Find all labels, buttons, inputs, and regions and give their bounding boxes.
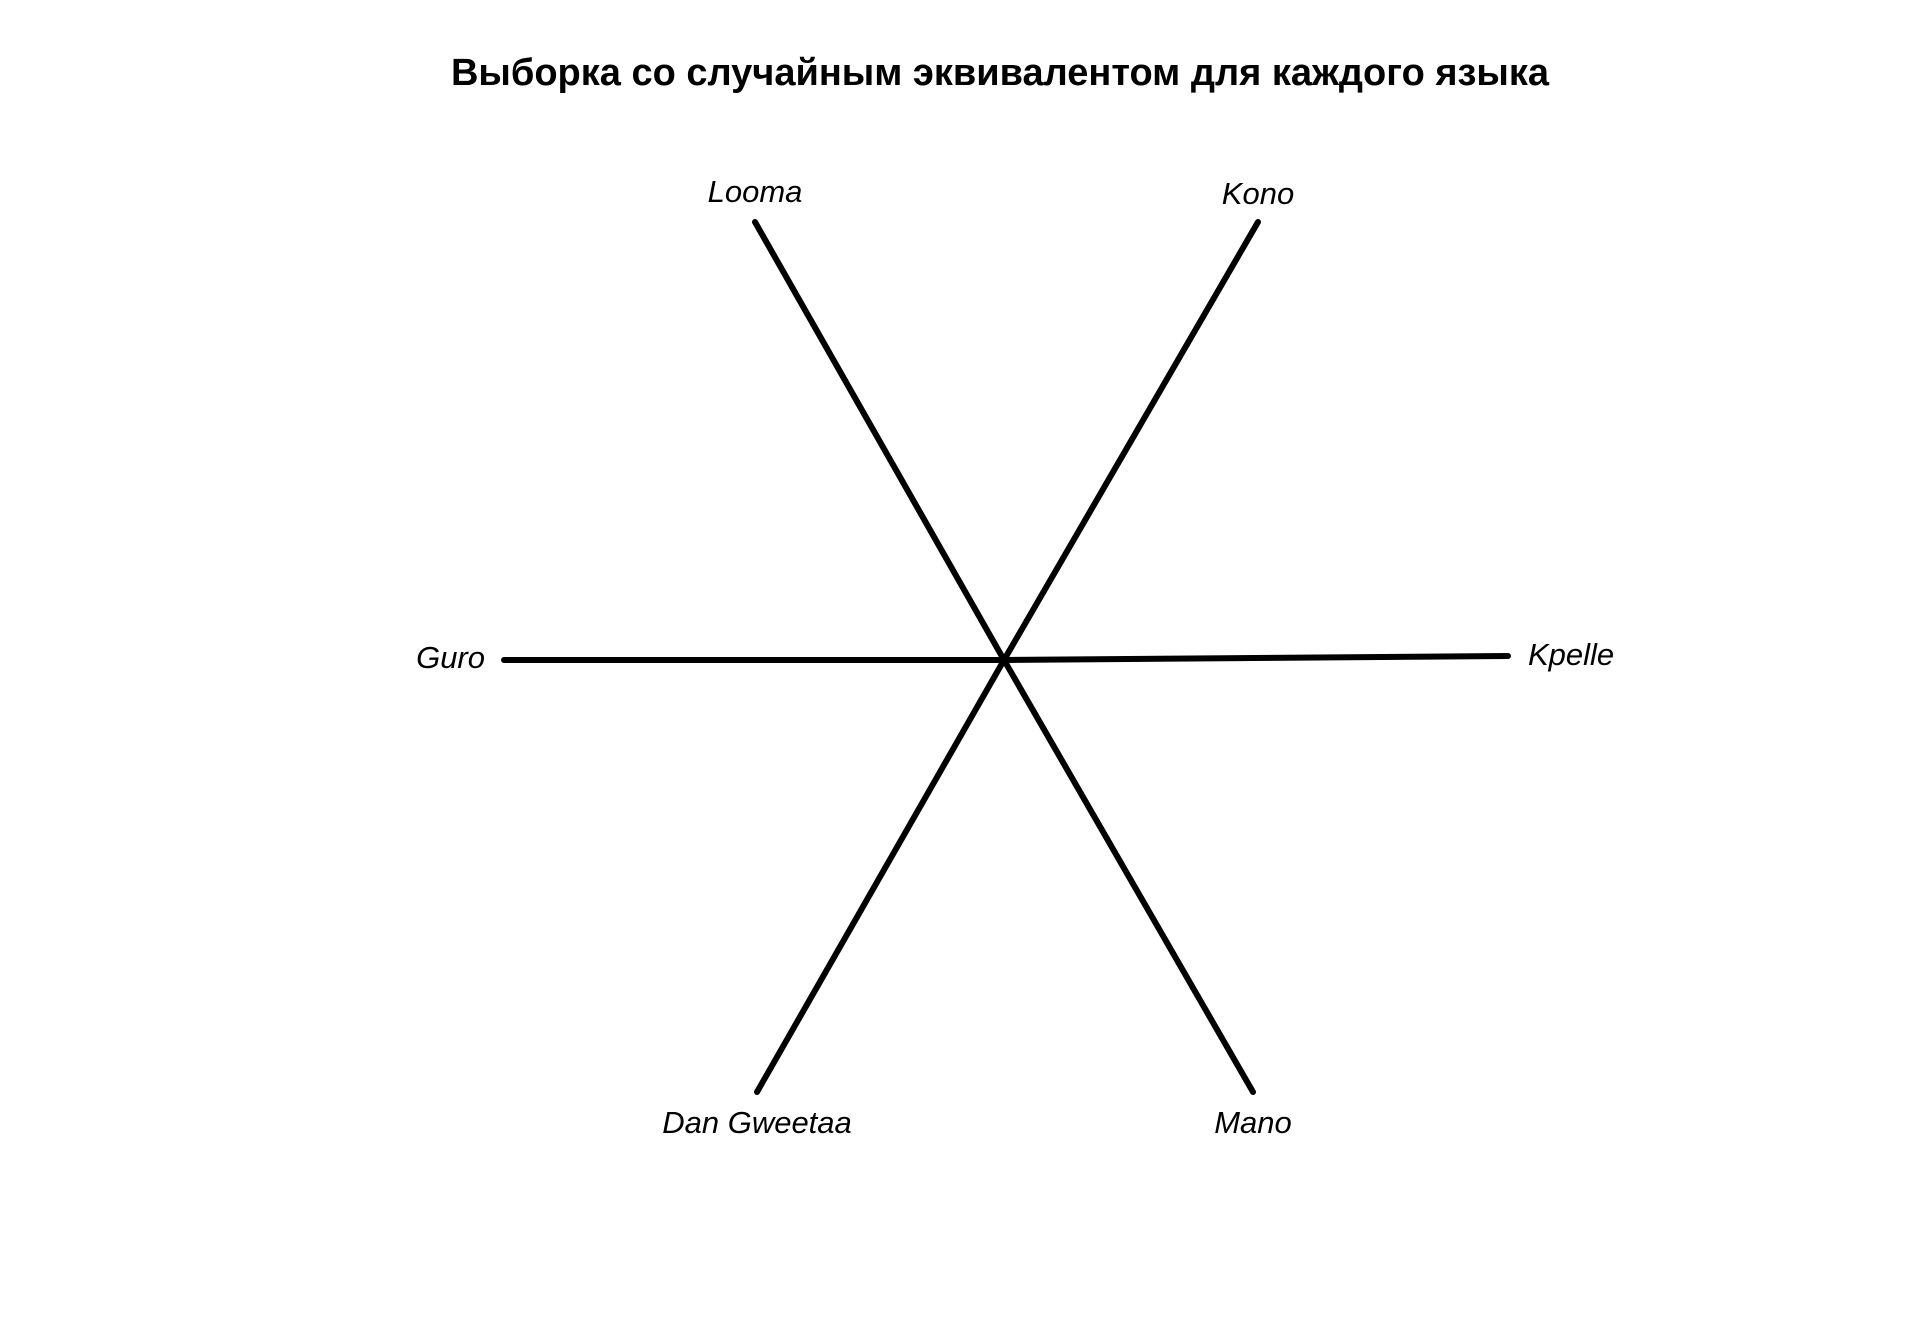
page-title: Выборка со случайным эквивалентом для ка… xyxy=(450,52,1550,94)
leaf-label-mano: Mano xyxy=(1214,1105,1292,1140)
branch-looma xyxy=(752,219,1007,663)
leaf-label-kpelle: Kpelle xyxy=(1528,637,1614,672)
branch-kpelle xyxy=(1001,653,1511,663)
branch-mano xyxy=(1001,657,1256,1095)
branch-dan-gweetaa xyxy=(754,657,1007,1095)
leaf-label-guro: Guro xyxy=(416,640,485,675)
leaf-label-kono: Kono xyxy=(1222,176,1294,211)
leaf-label-dan-gweetaa: Dan Gweetaa xyxy=(662,1105,852,1140)
branch-kono xyxy=(1001,219,1261,663)
tree-branches xyxy=(501,219,1511,1095)
leaf-label-looma: Looma xyxy=(708,174,803,209)
